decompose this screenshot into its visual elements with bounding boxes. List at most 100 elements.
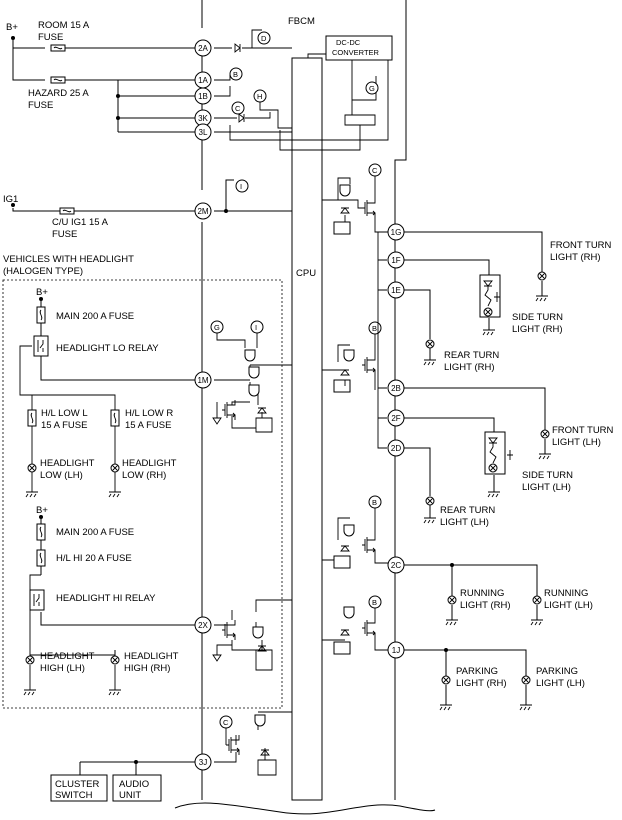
ground-icon — [25, 491, 39, 498]
side-turn-rh-lamp-icon — [483, 307, 493, 317]
halogen-area — [2, 279, 283, 709]
ig1-wiring — [12, 179, 292, 212]
transistor-icon — [221, 619, 236, 641]
ig1-terminal — [11, 203, 15, 207]
diode-icon — [238, 113, 245, 123]
hl-hi-fuse-label: H/L HI 20 A FUSE — [56, 553, 132, 564]
terminal-1e: 1E — [387, 281, 405, 299]
hl-hi-fuse-icon — [36, 549, 46, 567]
fbcm-input-wiring — [214, 29, 292, 133]
audio-unit-box — [112, 774, 162, 802]
hl-low-l-label-2: 15 A FUSE — [41, 420, 87, 431]
terminal-label: 2M — [197, 207, 208, 216]
driver-3 — [333, 495, 394, 569]
rear-turn-rh-label-1: REAR TURN — [444, 350, 499, 361]
audio-label-1: AUDIO — [119, 779, 149, 790]
parking-lh-label-1: PARKING — [536, 666, 578, 677]
high-lh-label-2: HIGH (LH) — [40, 663, 85, 674]
side-turn-rh-label-2: LIGHT (RH) — [512, 324, 563, 335]
front-turn-lh-label-1: FRONT TURN — [552, 425, 614, 436]
hl-low-l-label-1: H/L LOW L — [41, 408, 88, 419]
ground-icon — [487, 491, 501, 498]
main-fuse-2-icon — [36, 523, 46, 541]
module-right-edge — [394, 0, 407, 800]
low-lh-label-1: HEADLIGHT — [40, 458, 95, 469]
low-lh-label-2: LOW (LH) — [40, 470, 83, 481]
lo-relay-label: HEADLIGHT LO RELAY — [56, 343, 159, 354]
wire — [484, 286, 500, 307]
side-turn-rh-wire — [404, 259, 490, 330]
bplus-halogen-2-label: B+ — [36, 505, 48, 516]
terminal-2x: 2X — [194, 616, 212, 634]
terminal-1f: 1F — [387, 251, 405, 269]
ground-icon — [23, 689, 37, 696]
front-turn-rh-label-2: LIGHT (RH) — [550, 252, 601, 263]
dcdc-label-2: CONVERTER — [332, 48, 380, 57]
dcdc-label-1: DC-DC — [336, 38, 361, 47]
main-fuse-label: MAIN 200 A FUSE — [56, 311, 134, 322]
headlight-low-rh-icon — [110, 463, 120, 473]
ref-c-bottom-label: C — [223, 718, 229, 727]
lo-driver-wiring — [214, 333, 292, 433]
terminal-label: 1G — [391, 228, 402, 237]
cu-ig1-fuse-icon — [59, 207, 75, 215]
running-lh-label-1: RUNNING — [544, 588, 588, 599]
halogen-title-2: (HALOGEN TYPE) — [3, 266, 83, 277]
junction — [39, 297, 43, 301]
converter-wiring — [229, 53, 389, 151]
ref-c-top-label: C — [235, 104, 241, 113]
ref-b-top-label: B — [233, 70, 238, 79]
running-lights-wire — [404, 564, 538, 620]
terminal-1g: 1G — [387, 223, 405, 241]
room-fuse-label-1: ROOM 15 A — [38, 20, 90, 31]
room-fuse-label-2: FUSE — [38, 32, 63, 43]
module-bottom-break — [174, 802, 436, 815]
terminal-3k: 3K — [194, 109, 212, 127]
terminal-label: 2B — [391, 384, 401, 393]
side-turn-rh-label-1: SIDE TURN — [512, 312, 563, 323]
junction — [116, 94, 120, 98]
running-lh-label-2: LIGHT (LH) — [544, 600, 593, 611]
side-turn-rh-unit — [479, 274, 501, 318]
hazard-fuse-icon — [50, 76, 66, 84]
halogen-title-1: VEHICLES WITH HEADLIGHT — [3, 254, 134, 265]
side-turn-lh-label-2: LIGHT (LH) — [522, 482, 571, 493]
terminal-label: 1B — [198, 92, 208, 101]
junction — [116, 116, 120, 120]
wire — [322, 199, 345, 641]
ref-b-top — [229, 67, 243, 81]
running-rh-label-1: RUNNING — [460, 588, 504, 599]
low-rh-label-1: HEADLIGHT — [122, 458, 177, 469]
terminal-2a: 2A — [194, 39, 212, 57]
wire — [259, 102, 292, 129]
terminal-label: 1M — [197, 376, 208, 385]
front-turn-lh-wire — [404, 387, 546, 454]
logic-gate-icon — [254, 714, 266, 727]
room-fuse-icon — [50, 44, 66, 52]
lo-relay-icon — [33, 335, 49, 357]
side-turn-lh-label-1: SIDE TURN — [522, 470, 573, 481]
terminal-label: 3J — [199, 758, 207, 767]
hl-low-r-fuse-icon — [110, 409, 120, 427]
rear-turn-lh-lamp-icon — [425, 496, 435, 506]
ground-icon — [538, 453, 552, 460]
headlight-low-lh-icon — [27, 463, 37, 473]
hi-relay-wiring — [40, 519, 196, 626]
ref-i — [235, 179, 249, 193]
terminal-2b: 2B — [387, 379, 405, 397]
ground-icon — [535, 295, 549, 302]
terminal-label: 1J — [392, 646, 400, 655]
terminal-label: 1A — [198, 76, 208, 85]
hi-relay-label: HEADLIGHT HI RELAY — [56, 593, 156, 604]
ground-icon — [108, 491, 122, 498]
ground-icon — [108, 689, 122, 696]
ground-icon — [423, 359, 437, 366]
parking-lights-wire — [404, 649, 527, 705]
ref-g-lower-label: G — [214, 323, 220, 332]
terminal-2m: 2M — [194, 202, 212, 220]
ref-h-label: H — [257, 92, 262, 101]
rear-turn-rh-lamp-icon — [425, 339, 435, 349]
module-title: FBCM — [288, 16, 315, 27]
bplus-halogen-label: B+ — [36, 287, 48, 298]
terminal-label: 2C — [391, 561, 401, 570]
